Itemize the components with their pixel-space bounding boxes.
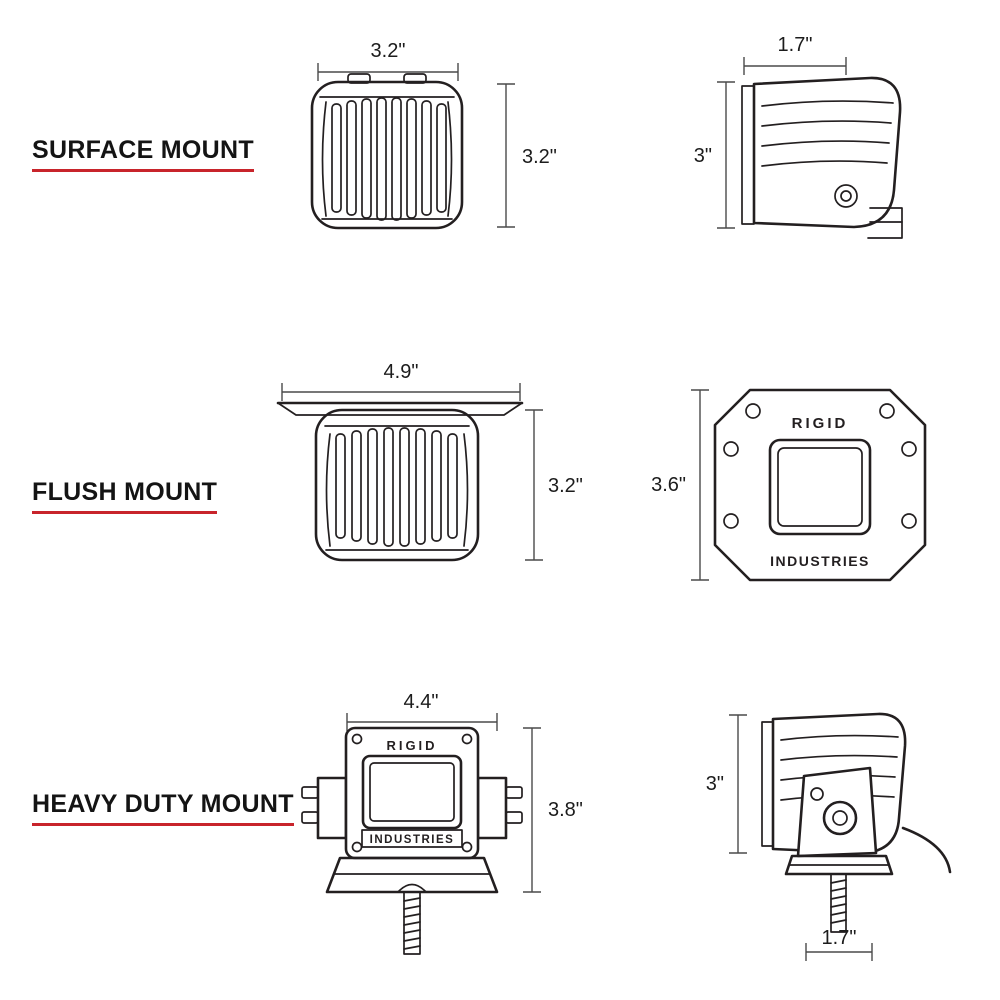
dim-text-hd-side-height: 3" xyxy=(706,773,724,795)
brand-industries-text: INDUSTRIES xyxy=(770,553,870,569)
dimension-height: 3.2" xyxy=(525,409,583,561)
surface-mount-front-view: 3.2" 3.2" xyxy=(310,40,557,230)
brand-industries-text: INDUSTRIES xyxy=(370,834,455,846)
dimension-width: 3.2" xyxy=(317,40,459,81)
heatsink-fins xyxy=(335,427,458,547)
bolt xyxy=(301,786,319,799)
label-flush-mount: FLUSH MOUNT xyxy=(32,480,218,514)
lens xyxy=(768,438,872,536)
bracket-bolt xyxy=(810,787,824,801)
mount-face xyxy=(741,85,755,225)
lens xyxy=(361,754,463,830)
corner-screw xyxy=(351,733,363,745)
pivot-bolt xyxy=(822,800,858,836)
mount-bracket xyxy=(867,207,903,239)
light-body-rear xyxy=(314,408,480,562)
dim-text-hd-front-width: 4.4" xyxy=(404,691,439,713)
mount-bracket xyxy=(784,766,894,933)
label-surface-mount: SURFACE MOUNT xyxy=(32,138,254,172)
corner-screw xyxy=(461,733,473,745)
dimension-depth: 1.7" xyxy=(743,34,847,75)
mount-bolts xyxy=(723,403,917,529)
dim-text-surface-front-width: 3.2" xyxy=(371,40,406,62)
brand-rigid-text: RIGID xyxy=(792,415,849,432)
screw-port xyxy=(834,184,858,208)
flange-plate xyxy=(276,401,524,416)
dimension-height: 3.8" xyxy=(523,727,583,893)
dimension-height: 3" xyxy=(706,714,747,854)
dim-text-hd-front-height: 3.8" xyxy=(548,799,583,821)
light-body-front xyxy=(310,73,464,230)
threaded-stud xyxy=(830,873,847,933)
dim-text-surface-side-width: 1.7" xyxy=(778,34,813,56)
surface-mount-side-view: 1.7" 3" xyxy=(694,34,903,239)
bolt xyxy=(505,786,523,799)
dim-text-flush-front-height: 3.6" xyxy=(651,474,686,496)
bezel-plate: RIGID INDUSTRIES xyxy=(713,388,927,582)
dim-text-surface-side-height: 3" xyxy=(694,145,712,167)
dim-text-hd-side-base-width: 1.7" xyxy=(822,927,857,949)
heatsink-fins xyxy=(761,100,894,167)
mount-base xyxy=(325,856,499,955)
flush-mount-diagram: 4.9" 3.2 xyxy=(276,361,927,582)
heavy-duty-mount-diagram: 4.4" RIGID INDUSTRIES xyxy=(301,691,952,961)
base-plate xyxy=(784,854,894,876)
brand-rigid-text: RIGID xyxy=(386,738,437,753)
flush-mount-front-view: 3.6" RIGID INDUSTRIES xyxy=(651,388,927,582)
mount-face xyxy=(761,721,774,847)
flush-mount-rear-view: 4.9" 3.2 xyxy=(276,361,583,562)
dim-text-surface-front-height: 3.2" xyxy=(522,146,557,168)
dimension-height: 3.6" xyxy=(651,389,709,581)
light-body-side xyxy=(741,76,903,239)
dimension-width: 4.9" xyxy=(281,361,521,401)
light-body-front: RIGID INDUSTRIES xyxy=(344,726,480,860)
dimension-base-width: 1.7" xyxy=(805,927,873,961)
dimension-height: 3" xyxy=(694,81,735,229)
dim-text-flush-rear-width: 4.9" xyxy=(384,361,419,383)
surface-mount-diagram: 3.2" 3.2" xyxy=(310,34,903,239)
label-heavy-duty-mount: HEAVY DUTY MOUNT xyxy=(32,792,294,826)
power-wire xyxy=(901,826,952,874)
threaded-stud xyxy=(403,891,421,955)
dimension-height: 3.2" xyxy=(497,83,557,228)
bolt xyxy=(505,811,523,824)
dimension-width: 4.4" xyxy=(346,691,498,731)
bolt xyxy=(301,811,319,824)
heavy-duty-front-view: 4.4" RIGID INDUSTRIES xyxy=(301,691,583,955)
heavy-duty-side-view: 3" xyxy=(706,712,952,961)
dim-text-flush-rear-height: 3.2" xyxy=(548,475,583,497)
heatsink-fins xyxy=(331,97,447,221)
